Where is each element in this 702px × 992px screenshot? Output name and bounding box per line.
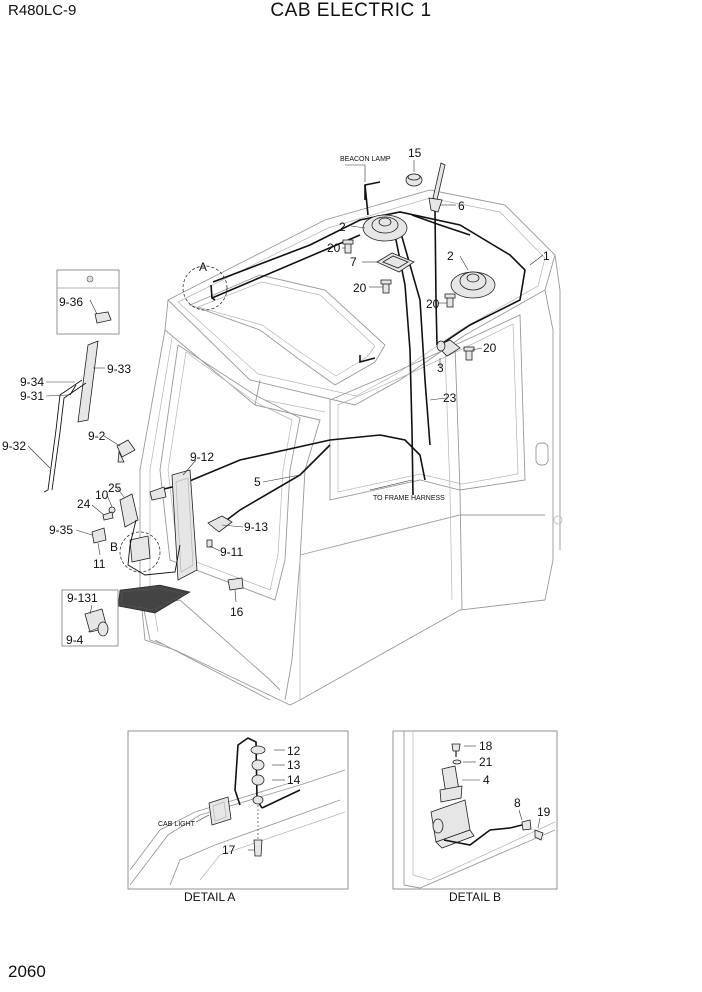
callout-23: 23: [443, 391, 457, 405]
leader-lines: [27, 160, 544, 633]
wiper-bracket-part-9-12: [149, 469, 198, 581]
callout-7: 7: [350, 255, 357, 269]
connector-part-9-35: [91, 527, 107, 544]
callout-1: 1: [543, 249, 550, 263]
page-title: CAB ELECTRIC 1: [270, 0, 432, 21]
detail-b-box: 18 21 4 8 19: [392, 730, 558, 890]
detail-a-marker: A: [199, 260, 207, 274]
callout-9-35: 9-35: [49, 523, 73, 537]
callout-labels: BEACON LAMP TO FRAME HARNESS A B 15 6 2 …: [2, 146, 550, 647]
detail-b-callout-21: 21: [479, 755, 493, 769]
page-number: 2060: [8, 962, 46, 981]
callout-20-c: 20: [426, 297, 440, 311]
beacon-base-part-15: [405, 173, 423, 187]
speaker-left-part-2: [362, 214, 408, 242]
wiper-blade-part-9-31: [43, 340, 99, 493]
label-beacon-lamp: BEACON LAMP: [340, 156, 391, 163]
detail-a-caption: DETAIL A: [184, 890, 235, 904]
detail-a-callout-17: 17: [222, 843, 236, 857]
model-code: R480LC-9: [8, 2, 77, 19]
bolt-part-16: [227, 577, 244, 591]
callout-5: 5: [254, 475, 261, 489]
callout-9-31: 9-31: [20, 389, 44, 403]
callout-3: 3: [437, 361, 444, 375]
callout-9-11: 9-11: [220, 545, 243, 559]
clip-part-3: [436, 339, 461, 357]
callout-25: 25: [108, 481, 122, 495]
cab-body: [139, 189, 563, 706]
callout-9-12: 9-12: [190, 450, 214, 464]
wiper-motor-part-9-2: [116, 439, 136, 463]
detail-a-marker-circle: [182, 265, 228, 311]
bracket-part-25: [119, 493, 139, 528]
wiper-motor-part-9-13: [207, 515, 233, 533]
inset-9-36: [56, 269, 120, 335]
detail-b-callout-19: 19: [537, 805, 551, 819]
screw-part-9-11: [206, 539, 213, 548]
callout-9-34: 9-34: [20, 375, 44, 389]
screw-20-d: [463, 346, 475, 361]
page-header: R480LC-9 CAB ELECTRIC 1: [0, 0, 702, 30]
callout-11: 11: [93, 557, 106, 571]
detail-b-callout-4: 4: [483, 773, 490, 787]
screw-part-24: [102, 511, 114, 521]
callout-9-131: 9-131: [67, 591, 98, 605]
room-lamp-part-7: [376, 252, 415, 273]
callout-24: 24: [77, 497, 91, 511]
detail-a-callout-12: 12: [287, 744, 301, 758]
callout-20-a: 20: [327, 241, 341, 255]
detail-b-switch: [129, 535, 151, 563]
detail-a-callout-14: 14: [287, 773, 301, 787]
callout-9-13: 9-13: [244, 520, 268, 534]
callout-9-4: 9-4: [66, 633, 84, 647]
detail-b-caption: DETAIL B: [449, 890, 501, 904]
callout-2-left: 2: [339, 220, 346, 234]
screw-20-c: [444, 293, 456, 308]
antenna-part-6: [428, 162, 446, 213]
screw-20-a: [342, 239, 354, 254]
detail-b-marker: B: [110, 540, 118, 554]
callout-10: 10: [95, 488, 109, 502]
callout-16: 16: [230, 605, 244, 619]
label-to-frame-harness: TO FRAME HARNESS: [373, 495, 445, 502]
callout-20-b: 20: [353, 281, 367, 295]
callout-9-2: 9-2: [88, 429, 106, 443]
inset-9-131: [61, 589, 119, 647]
speaker-right-part-2: [450, 271, 496, 299]
label-cab-light: CAB LIGHT: [158, 821, 196, 828]
detail-b-callout-8: 8: [514, 796, 521, 810]
callout-2-right: 2: [447, 249, 454, 263]
callout-20-d: 20: [483, 341, 497, 355]
callout-9-36: 9-36: [59, 295, 83, 309]
detail-a-callout-13: 13: [287, 758, 301, 772]
callout-6: 6: [458, 199, 465, 213]
callout-9-32: 9-32: [2, 439, 26, 453]
detail-b-callout-18: 18: [479, 739, 493, 753]
floor-mat: [117, 584, 191, 614]
detail-a-box: 12 13 14 17 CAB LIGHT: [127, 730, 349, 890]
callout-9-33: 9-33: [107, 362, 131, 376]
screw-20-b: [380, 279, 392, 294]
callout-15: 15: [408, 146, 422, 160]
